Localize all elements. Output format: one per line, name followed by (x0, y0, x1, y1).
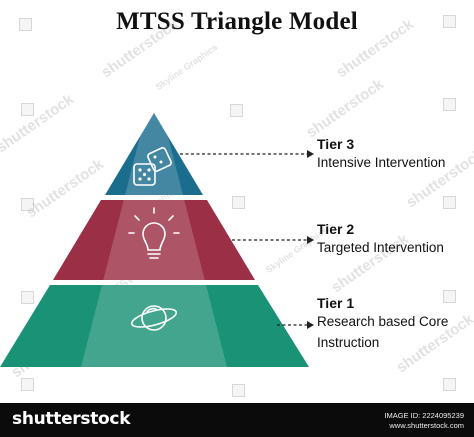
dice-icon (133, 147, 172, 186)
watermark-square (443, 196, 456, 209)
tier-3-description: Intensive Intervention (317, 155, 446, 170)
watermark-square (443, 15, 456, 28)
tier-1-description-line-1: Research based Core (317, 314, 449, 329)
watermark-square (443, 290, 456, 303)
footer-brand: shutterstock (12, 409, 131, 429)
watermark-square (232, 196, 245, 209)
watermark-square (21, 378, 34, 391)
tier-2-arrow (307, 236, 314, 244)
diagram-title: MTSS Triangle Model (116, 8, 358, 35)
tier-2-label: Tier 2 Targeted Intervention (317, 221, 444, 258)
tier-2-name: Tier 2 (317, 221, 355, 237)
lightbulb-icon (128, 207, 180, 259)
watermark-square (443, 98, 456, 111)
light-beam (81, 113, 227, 367)
tier-3-label: Tier 3 Intensive Intervention (317, 136, 445, 173)
tier-3-segment (105, 113, 203, 195)
footer-bar: shutterstock IMAGE ID: 2224095239 www.sh… (0, 403, 474, 437)
tier-2-description: Targeted Intervention (317, 240, 444, 255)
tier-1-segment (0, 285, 309, 367)
watermark-square (19, 18, 32, 31)
tier-1-description-line-2: Instruction (317, 335, 380, 350)
planet-icon (130, 305, 178, 331)
connectors (180, 150, 314, 329)
watermark-square (232, 384, 245, 397)
tier-1-label: Tier 1 Research based Core Instruction (317, 295, 448, 353)
watermark-square (21, 103, 34, 116)
watermark-square (21, 198, 34, 211)
watermark-square (443, 378, 456, 391)
tier-1-name: Tier 1 (317, 295, 355, 311)
tier-3-arrow (307, 150, 314, 158)
watermark-square (21, 291, 34, 304)
footer-image-id: IMAGE ID: 2224095239 (384, 411, 464, 420)
tier-3-name: Tier 3 (317, 136, 355, 152)
tier-2-segment (53, 200, 255, 280)
footer-meta: IMAGE ID: 2224095239 www.shutterstock.co… (384, 411, 464, 431)
tier-1-arrow (307, 321, 314, 329)
watermark-square (230, 104, 243, 117)
footer-site: www.shutterstock.com (389, 421, 464, 430)
